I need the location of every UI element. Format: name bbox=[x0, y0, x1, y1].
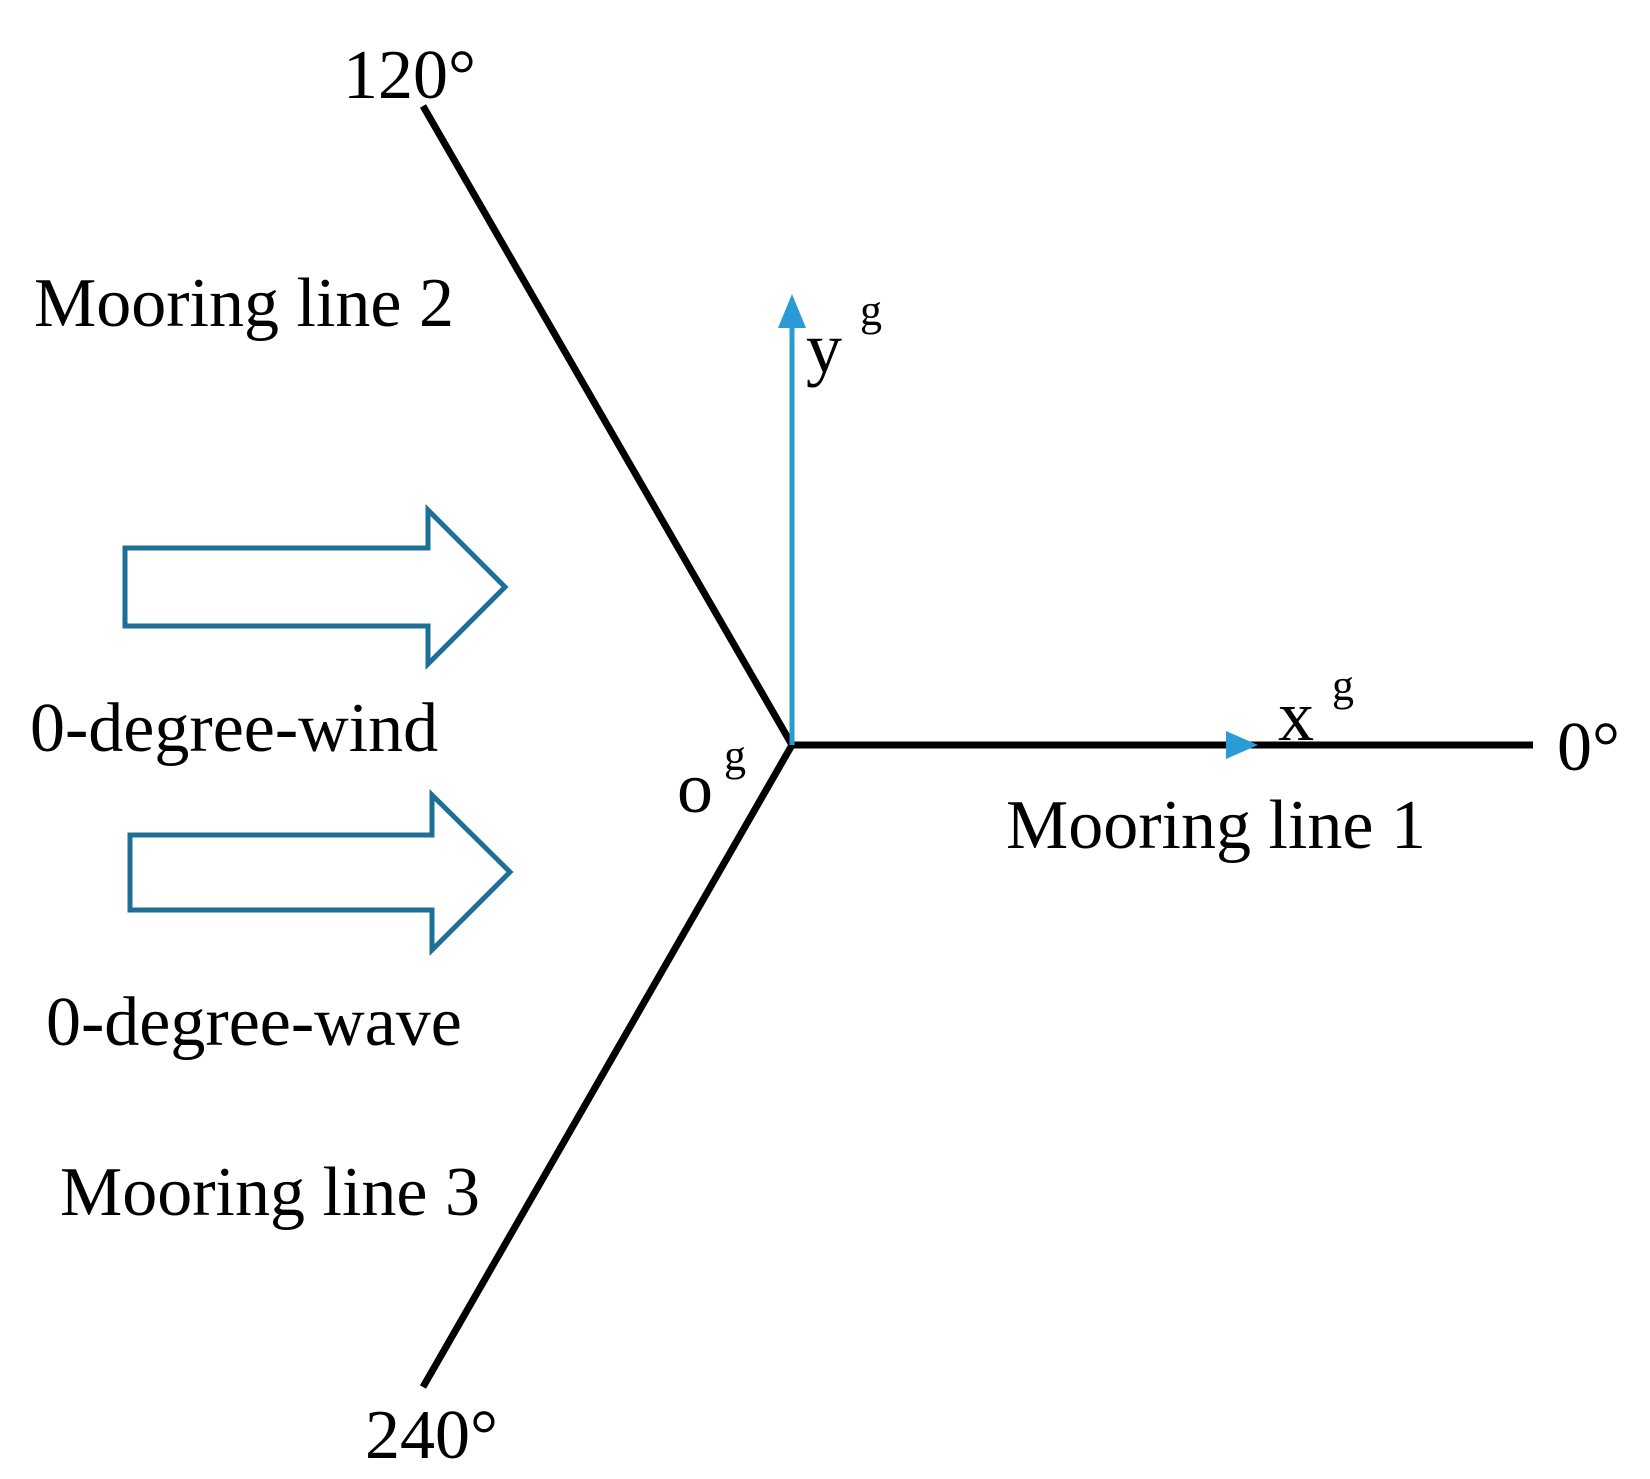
angle-label-240: 240° bbox=[365, 1397, 498, 1474]
x-axis-arrowhead bbox=[1226, 731, 1258, 759]
x-axis-superscript: g bbox=[1332, 661, 1354, 710]
angle-label-0: 0° bbox=[1557, 709, 1620, 786]
wind-load-label: 0-degree-wind bbox=[30, 690, 438, 767]
origin-label: o bbox=[677, 748, 713, 828]
wind-load-arrow bbox=[122, 503, 509, 671]
mooring-line-1-label: Mooring line 1 bbox=[1006, 787, 1426, 864]
wave-load-arrow bbox=[127, 789, 514, 957]
y-axis-superscript: g bbox=[860, 286, 882, 335]
mooring-line-3-stroke bbox=[419, 743, 796, 1389]
y-axis-letter: y bbox=[806, 308, 842, 388]
mooring-line-3-label: Mooring line 3 bbox=[60, 1154, 480, 1231]
angle-label-120: 120° bbox=[343, 37, 476, 114]
origin-superscript: g bbox=[724, 731, 746, 780]
y-axis-arrowhead bbox=[778, 294, 806, 328]
wave-load-label: 0-degree-wave bbox=[46, 984, 462, 1061]
origin-letter: o bbox=[677, 748, 713, 828]
x-axis-label: x bbox=[1278, 676, 1314, 756]
mooring-line-2-stroke bbox=[419, 104, 796, 747]
y-axis-label: y bbox=[806, 308, 842, 388]
x-axis-letter: x bbox=[1278, 676, 1314, 756]
mooring-line-2-label: Mooring line 2 bbox=[34, 265, 454, 342]
